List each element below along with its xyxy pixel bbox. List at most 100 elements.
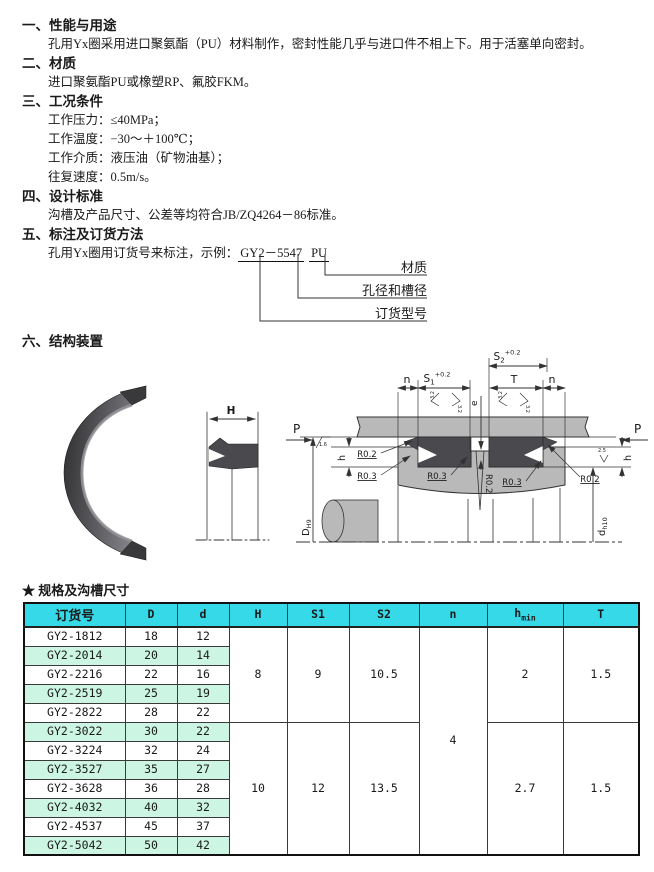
cell-d: 12 [176,626,230,647]
ordering-material: PU [309,246,330,262]
col-header-n: n [418,602,488,628]
cell-model: GY2-3224 [23,740,126,761]
design-standard: 沟槽及产品尺寸、公差等均符合JB/ZQ4264－86标准。 [48,208,344,222]
dim-label-S1: S1+0.2 [424,371,451,387]
spec-table: 订货号 D d H S1 S2 n hmin T GY2-1812 18 12 … [23,602,640,856]
seal-3d-top-lip [119,385,147,406]
leader-line [380,455,411,476]
callout-label-model: 订货型号 [375,306,427,322]
cell-T-group1: 1.5 [562,626,640,723]
work-speed: 往复速度：0.5m/s。 [48,170,157,184]
cell-d: 19 [176,683,230,704]
cell-D: 22 [124,664,178,685]
cell-d: 28 [176,778,230,799]
installation-view: n n S1+0.2 S2+0.2 T e DH9 dh10 h h P P 1… [286,349,648,543]
cell-d: 37 [176,816,230,837]
cell-model: GY2-3628 [23,778,126,799]
cell-model: GY2-4537 [23,816,126,837]
extension-lines [331,358,631,468]
seal-3d-body [63,385,147,561]
callout-line-bore [297,254,427,299]
cell-model: GY2-2014 [23,645,126,666]
dim-label-h-left: h [337,455,348,461]
roughness-value-1_6: 1.6 [319,442,327,448]
col-header-d: d [176,602,230,628]
seal-cross-section: H [195,405,270,541]
cell-D: 30 [124,721,178,742]
cell-d: 16 [176,664,230,685]
col-header-hmin: hmin [486,602,564,628]
callout-label-bore: 孔径和槽径 [362,284,427,299]
cell-D: 28 [124,702,178,723]
radius-label-R03: R0.3 [357,472,376,482]
roughness-symbols [315,392,609,463]
cell-H-group1: 8 [228,626,288,723]
col-header-D: D [124,602,178,628]
leader-line [547,444,581,478]
cell-model: GY2-1812 [23,626,126,647]
table-row: GY2-3628 36 28 [23,778,639,799]
section-2-line: 进口聚氨酯PU或橡塑RP、氟胶FKM。 [48,75,257,89]
radius-label-R03: R0.3 [502,478,521,488]
roughness-mark [498,392,508,407]
work-medium: 工作介质：液压油（矿物油基）； [48,151,230,165]
cell-model: GY2-2822 [23,702,126,723]
cell-d: 22 [176,702,230,723]
dim-label-S2: S2+0.2 [494,349,521,365]
seal-profile [208,437,259,470]
seal-right-notch [524,446,543,463]
cell-d: 32 [176,797,230,818]
roughness-mark [430,392,440,407]
cell-d: 27 [176,759,230,780]
section-heading-5: 五、标注及订货方法 [22,227,144,242]
cell-S1-group2: 12 [286,721,350,856]
col-header-S1: S1 [286,602,350,628]
work-pressure: 工作压力：≤40MPa； [48,113,166,127]
cell-D: 36 [124,778,178,799]
cell-model: GY2-3527 [23,759,126,780]
radius-label-R02-vertical: R0.2 [483,474,493,493]
cell-S1-group1: 9 [286,626,350,723]
section-heading-6: 六、结构装置 [22,334,103,349]
roughness-mark [519,392,529,407]
table-row: GY2-2519 25 19 [23,683,639,704]
section-1-line: 孔用Yx圈采用进口聚氨酯（PU）材料制作，密封性能几乎与进口件不相上下。用于活塞… [48,37,592,51]
cell-D: 50 [124,835,178,856]
roughness-value-3_2: 3.2 [430,391,436,399]
cell-d: 42 [176,835,230,856]
seal-profile-notch [209,449,225,462]
rod-end [321,499,345,543]
cell-T-group2: 1.5 [562,721,640,856]
cell-D: 45 [124,816,178,837]
ordering-code: GY2－5547 [238,246,305,262]
cell-n-all: 4 [418,626,488,856]
spec-title-text: 规格及沟槽尺寸 [38,583,130,598]
table-row: GY2-4032 40 32 [23,797,639,818]
dim-label-D: DH9 [301,519,313,536]
cell-D: 25 [124,683,178,704]
pressure-label-left: P [293,422,300,436]
callout-line-material [324,254,427,276]
cell-hmin-group2: 2.7 [486,721,564,856]
dim-label-d: dh10 [597,517,609,536]
roughness-mark [315,436,331,449]
cell-D: 40 [124,797,178,818]
cell-model: GY2-2519 [23,683,126,704]
table-row: GY2-5042 50 42 [23,835,639,856]
cell-S2-group1: 10.5 [348,626,420,723]
section-heading-1: 一、性能与用途 [22,18,117,33]
dim-label-e: e [470,400,480,406]
cell-d: 22 [176,721,230,742]
section-heading-3: 三、工况条件 [22,94,103,109]
table-row: GY2-4537 45 37 [23,816,639,837]
cell-D: 35 [124,759,178,780]
seal-3d-inner-highlight [80,403,133,543]
radius-label-R02: R0.2 [580,475,599,485]
cell-D: 20 [124,645,178,666]
dim-label-h-right: h [623,455,634,461]
roughness-value-2_5: 2.5 [598,448,606,454]
cylinder-wall [356,416,590,438]
cell-hmin-group1: 2 [486,626,564,723]
cell-S2-group2: 13.5 [348,721,420,856]
table-row: GY2-3527 35 27 [23,759,639,780]
